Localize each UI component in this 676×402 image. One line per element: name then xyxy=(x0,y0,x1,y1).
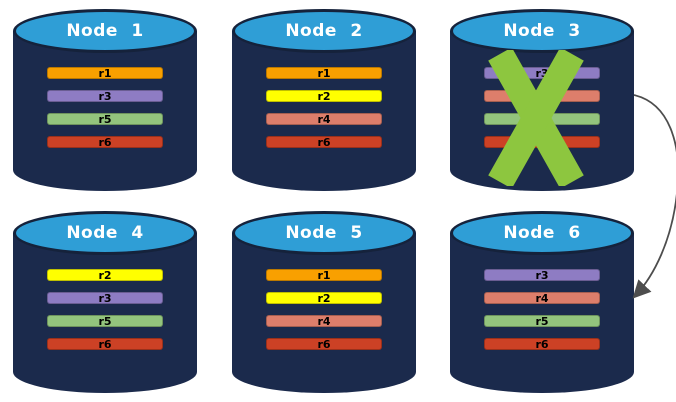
cylinder-body xyxy=(232,233,416,393)
node-3: Node 3 r3 xyxy=(450,9,634,191)
replica-list: r3 xyxy=(484,67,600,159)
replica-bar: r5 xyxy=(484,315,600,327)
node-title: Node 3 xyxy=(503,21,581,41)
replica-bar xyxy=(484,90,600,102)
cylinder-top: Node 5 xyxy=(232,211,416,255)
replica-label: r3 xyxy=(98,89,112,103)
replica-label: r3 xyxy=(535,268,549,282)
node-2: Node 2 r1 r2 r4 r6 xyxy=(232,9,416,191)
cylinder-body xyxy=(13,31,197,191)
replica-bar: r6 xyxy=(47,338,163,350)
node-title: Node 4 xyxy=(66,223,144,243)
replica-bar: r4 xyxy=(266,113,382,125)
node-1: Node 1 r1 r3 r5 r6 xyxy=(13,9,197,191)
replica-bar: r3 xyxy=(47,292,163,304)
replica-bar: r3 xyxy=(47,90,163,102)
replica-bar xyxy=(484,136,600,148)
replica-bar: r6 xyxy=(266,136,382,148)
node-5: Node 5 r1 r2 r4 r6 xyxy=(232,211,416,393)
replica-bar: r5 xyxy=(47,113,163,125)
cylinder-top: Node 1 xyxy=(13,9,197,53)
replica-label: r3 xyxy=(535,66,549,80)
replica-label: r2 xyxy=(98,268,112,282)
replica-label: r4 xyxy=(317,314,331,328)
node-4: Node 4 r2 r3 r5 r6 xyxy=(13,211,197,393)
replica-label: r1 xyxy=(317,268,331,282)
replica-bar: r2 xyxy=(266,90,382,102)
replica-bar: r4 xyxy=(266,315,382,327)
replica-list: r2 r3 r5 r6 xyxy=(47,269,163,361)
cylinder-body xyxy=(13,233,197,393)
node-6: Node 6 r3 r4 r5 r6 xyxy=(450,211,634,393)
replica-list: r1 r2 r4 r6 xyxy=(266,67,382,159)
replica-list: r3 r4 r5 r6 xyxy=(484,269,600,361)
replica-bar: r1 xyxy=(266,269,382,281)
replica-label: r2 xyxy=(317,89,331,103)
cylinder-top: Node 2 xyxy=(232,9,416,53)
replica-bar: r5 xyxy=(47,315,163,327)
replica-label: r4 xyxy=(535,291,549,305)
replica-label: r5 xyxy=(535,314,549,328)
replica-bar: r2 xyxy=(266,292,382,304)
replica-label: r5 xyxy=(98,112,112,126)
replica-bar: r3 xyxy=(484,269,600,281)
node-title: Node 5 xyxy=(285,223,363,243)
replica-label: r1 xyxy=(98,66,112,80)
replica-bar: r3 xyxy=(484,67,600,79)
replica-label: r6 xyxy=(317,337,331,351)
replica-label: r5 xyxy=(98,314,112,328)
replica-label: r2 xyxy=(317,291,331,305)
replica-bar: r2 xyxy=(47,269,163,281)
cylinder-body xyxy=(450,233,634,393)
replica-bar xyxy=(484,113,600,125)
cylinder-body xyxy=(232,31,416,191)
replica-list: r1 r3 r5 r6 xyxy=(47,67,163,159)
replica-label: r4 xyxy=(317,112,331,126)
cylinder-top: Node 6 xyxy=(450,211,634,255)
node-title: Node 6 xyxy=(503,223,581,243)
replica-bar: r4 xyxy=(484,292,600,304)
replica-bar: r1 xyxy=(47,67,163,79)
node-title: Node 1 xyxy=(66,21,144,41)
replica-label: r6 xyxy=(98,135,112,149)
replica-bar: r6 xyxy=(47,136,163,148)
replica-label: r1 xyxy=(317,66,331,80)
node-title: Node 2 xyxy=(285,21,363,41)
cylinder-top: Node 4 xyxy=(13,211,197,255)
replica-label: r6 xyxy=(317,135,331,149)
replica-label: r3 xyxy=(98,291,112,305)
replica-bar: r1 xyxy=(266,67,382,79)
replica-label: r6 xyxy=(98,337,112,351)
replica-bar: r6 xyxy=(484,338,600,350)
replica-label: r6 xyxy=(535,337,549,351)
replica-bar: r6 xyxy=(266,338,382,350)
replica-list: r1 r2 r4 r6 xyxy=(266,269,382,361)
cylinder-top: Node 3 xyxy=(450,9,634,53)
